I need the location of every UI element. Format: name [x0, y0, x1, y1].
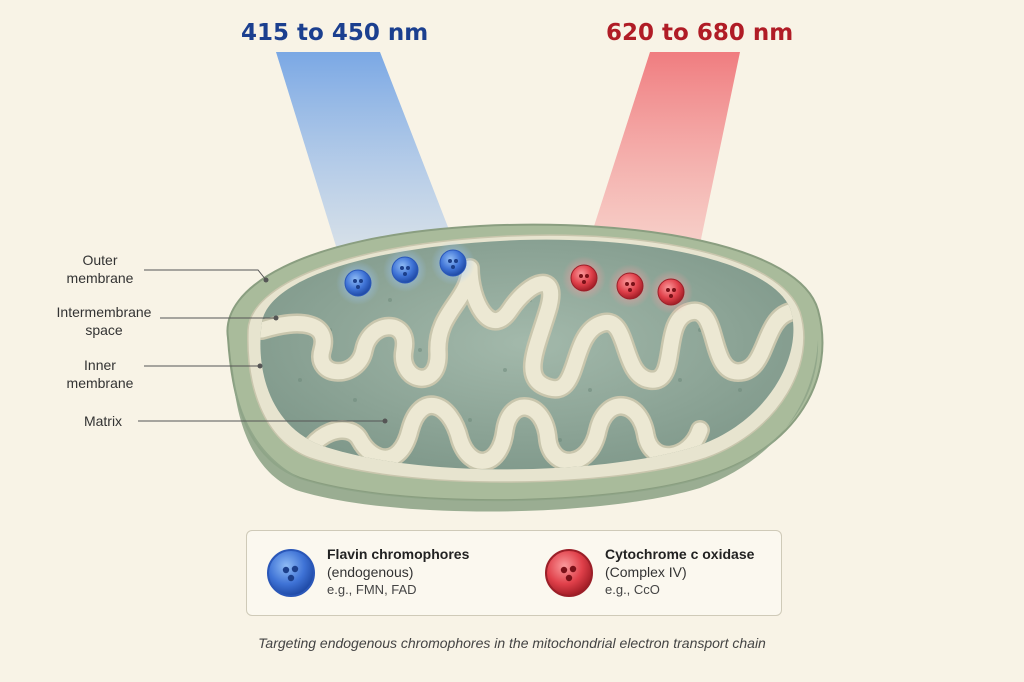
legend-flavin-title: Flavin chromophores [327, 546, 470, 562]
cytochrome-chromophores [562, 256, 693, 314]
flavin-chromophores [336, 241, 475, 305]
inner-membrane-cristae [260, 258, 794, 470]
outer-membrane-leader [144, 269, 267, 281]
blue-light-beam [276, 52, 460, 272]
flavin-orb-icon [267, 549, 315, 597]
outer-membrane-label: Outer membrane [66, 252, 134, 286]
cytochrome-orb [616, 272, 644, 300]
cytochrome-orb-icon [545, 549, 593, 597]
intermembrane-space-label: Intermembrane space [56, 304, 152, 338]
label-leader-lines [138, 269, 385, 422]
flavin-orb [391, 256, 419, 284]
cytochrome-orb [570, 264, 598, 292]
matrix-granules [298, 298, 742, 442]
legend-flavin-example: e.g., FMN, FAD [327, 582, 417, 597]
flavin-orb [344, 269, 372, 297]
figure-caption: Targeting endogenous chromophores in the… [258, 635, 766, 651]
legend-cytochrome-subtitle: (Complex IV) [605, 564, 687, 580]
legend-cytochrome-example: e.g., CcO [605, 582, 660, 597]
cytochrome-orb [657, 278, 685, 306]
legend-flavin-subtitle: (endogenous) [327, 564, 414, 580]
red-wavelength-label: 620 to 680 nm [606, 20, 794, 46]
legend-cytochrome-title: Cytochrome c oxidase [605, 546, 755, 562]
legend-box: Flavin chromophores (endogenous) e.g., F… [246, 530, 782, 616]
inner-membrane-label: Inner membrane [66, 357, 134, 391]
flavin-orb [439, 249, 467, 277]
blue-wavelength-label: 415 to 450 nm [241, 20, 429, 46]
matrix-label: Matrix [83, 413, 123, 429]
